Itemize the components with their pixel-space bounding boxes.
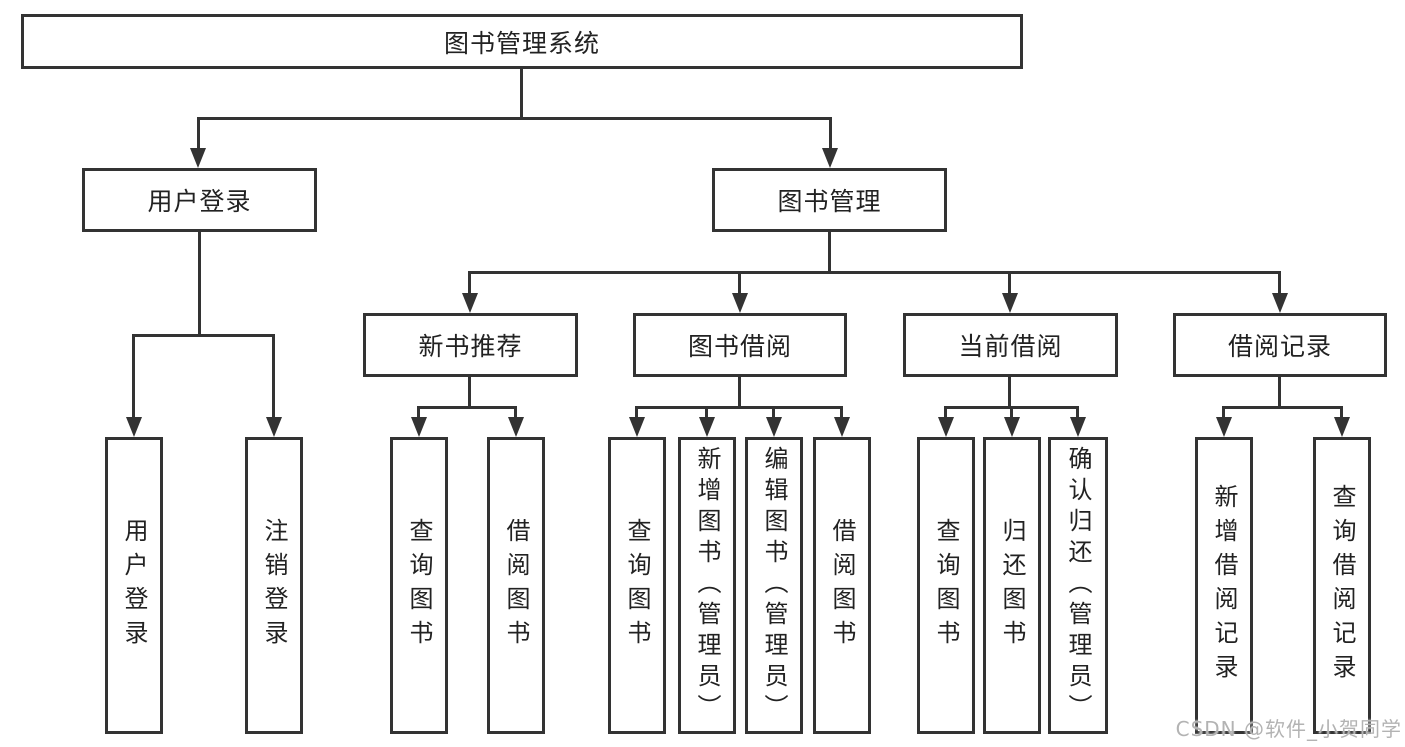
arrowhead-leaf (508, 417, 524, 437)
node-current-borrow: 当前借阅 (903, 313, 1118, 377)
leaf-label: 确认归还（管理员） (1064, 446, 1092, 725)
leaf-label: 归还图书 (998, 517, 1026, 654)
connector-book-borrow-stem (738, 377, 741, 407)
arrowhead-leaf (766, 417, 782, 437)
arrowhead-leaf (834, 417, 850, 437)
arrowhead-borrow-records (1272, 293, 1288, 313)
arrowhead-leaf-logout (266, 417, 282, 437)
connector-book-borrow-rail (635, 406, 843, 409)
leaf-label: 注销登录 (260, 517, 288, 654)
leaf-label: 借阅图书 (828, 517, 856, 654)
node-borrow-records: 借阅记录 (1173, 313, 1387, 377)
connector-leaf-stub (772, 407, 775, 419)
arrowhead-leaf (629, 417, 645, 437)
connector-leaf-stub (1222, 407, 1225, 419)
node-label: 当前借阅 (958, 332, 1063, 361)
connector-user-login-stem (198, 232, 201, 335)
arrowhead-leaf (1334, 417, 1350, 437)
leaf-return-book: 归还图书 (983, 437, 1041, 734)
connector-to-current-borrow (1008, 272, 1011, 295)
connector-leaf-stub (944, 407, 947, 419)
arrowhead-leaf (938, 417, 954, 437)
connector-book-management-stem (828, 232, 831, 272)
leaf-query-books-current: 查询图书 (917, 437, 975, 734)
connector-to-book-management (829, 118, 832, 149)
connector-root-stem (520, 69, 523, 118)
connector-to-borrow-records (1278, 272, 1281, 295)
leaf-borrow-books-borrow: 借阅图书 (813, 437, 871, 734)
connector-leaf-stub (705, 407, 708, 419)
arrowhead-leaf (1004, 417, 1020, 437)
arrowhead-leaf (699, 417, 715, 437)
arrowhead-book-management (822, 148, 838, 168)
leaf-label: 用户登录 (120, 517, 148, 654)
arrowhead-leaf-user-login (126, 417, 142, 437)
connector-leaf-stub (1010, 407, 1013, 419)
arrowhead-current-borrow (1002, 293, 1018, 313)
leaf-edit-book-admin: 编辑图书（管理员） (745, 437, 803, 734)
connector-to-leaf-logout (272, 335, 275, 419)
csdn-watermark: CSDN @软件_小贺同学 (1175, 717, 1402, 741)
arrowhead-leaf (411, 417, 427, 437)
leaf-logout-login: 注销登录 (245, 437, 303, 734)
leaf-query-borrow-record: 查询借阅记录 (1313, 437, 1371, 734)
leaf-label: 编辑图书（管理员） (760, 446, 788, 725)
node-user-login: 用户登录 (82, 168, 317, 232)
leaf-label: 查询图书 (932, 517, 960, 654)
leaf-borrow-books-newbook: 借阅图书 (487, 437, 545, 734)
leaf-label: 借阅图书 (502, 517, 530, 654)
node-label: 用户登录 (147, 187, 252, 216)
leaf-label: 新增图书（管理员） (693, 446, 721, 725)
node-new-book-recommend: 新书推荐 (363, 313, 578, 377)
node-label: 新书推荐 (418, 332, 523, 361)
arrowhead-book-borrow (732, 293, 748, 313)
arrowhead-user-login (190, 148, 206, 168)
node-label: 图书管理系统 (443, 28, 600, 58)
leaf-query-books-borrow: 查询图书 (608, 437, 666, 734)
leaf-add-borrow-record: 新增借阅记录 (1195, 437, 1253, 734)
node-book-borrow: 图书借阅 (633, 313, 847, 377)
connector-leaf-stub (417, 407, 420, 419)
leaf-query-books-newbook: 查询图书 (390, 437, 448, 734)
node-label: 图书借阅 (687, 332, 792, 361)
connector-new-book-rail (417, 406, 517, 409)
connector-leaf-stub (840, 407, 843, 419)
connector-level2-rail (197, 117, 832, 120)
arrowhead-leaf (1070, 417, 1086, 437)
node-label: 借阅记录 (1227, 332, 1332, 361)
connector-to-user-login (197, 118, 200, 149)
leaf-add-book-admin: 新增图书（管理员） (678, 437, 736, 734)
connector-leaf-stub (514, 407, 517, 419)
leaf-label: 查询图书 (405, 517, 433, 654)
node-book-management: 图书管理 (712, 168, 947, 232)
connector-leaf-stub (635, 407, 638, 419)
arrowhead-leaf (1216, 417, 1232, 437)
arrowhead-new-book (462, 293, 478, 313)
leaf-user-login: 用户登录 (105, 437, 163, 734)
connector-new-book-stem (468, 377, 471, 407)
connector-borrow-records-stem (1278, 377, 1281, 407)
leaf-label: 查询借阅记录 (1328, 483, 1356, 688)
connector-to-new-book (468, 272, 471, 295)
connector-to-leaf-user-login (132, 335, 135, 419)
node-library-management-system: 图书管理系统 (21, 14, 1023, 69)
leaf-confirm-return-admin: 确认归还（管理员） (1048, 437, 1108, 734)
connector-leaf-stub (1076, 407, 1079, 419)
connector-leaf-stub (1340, 407, 1343, 419)
connector-user-login-rail (132, 334, 275, 337)
leaf-label: 新增借阅记录 (1210, 483, 1238, 688)
connector-level3-rail (468, 271, 1281, 274)
connector-borrow-records-rail (1222, 406, 1343, 409)
connector-to-book-borrow (738, 272, 741, 295)
node-label: 图书管理 (777, 187, 882, 216)
connector-current-borrow-stem (1008, 377, 1011, 407)
leaf-label: 查询图书 (623, 517, 651, 654)
